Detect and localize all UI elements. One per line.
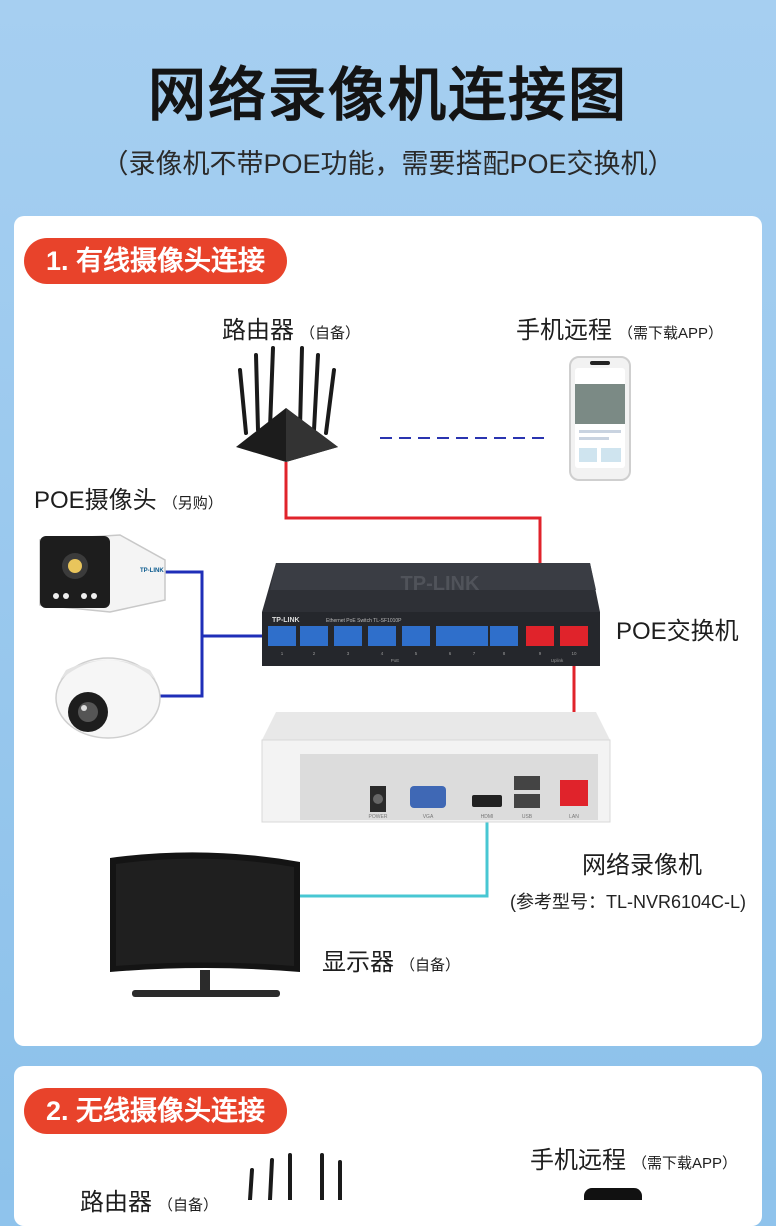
phone-note: （需下载APP） xyxy=(618,325,724,342)
wireless-phone-label: 手机远程 （需下载APP） xyxy=(530,1140,737,1175)
switch-port-7: 7 xyxy=(473,651,476,656)
switch-poe-text: PoE xyxy=(391,658,400,663)
switch-port-8: 8 xyxy=(503,651,506,656)
phone-label: 手机远程 （需下载APP） xyxy=(516,310,723,345)
switch-port-3: 3 xyxy=(347,651,350,656)
poe-switch-icon: TP-LINK TP-LINK Ethernet PoE Switch TL-S… xyxy=(262,563,600,666)
switch-port-5: 5 xyxy=(415,651,418,656)
camera2-cable xyxy=(150,636,204,698)
monitor-icon xyxy=(110,852,300,997)
switch-top-logo: TP-LINK xyxy=(401,573,480,595)
dome-camera-icon xyxy=(55,657,161,739)
switch-poe-ports xyxy=(268,626,518,646)
switch-port-4: 4 xyxy=(381,651,384,656)
camera1-cable xyxy=(165,570,266,638)
switch-port-1: 1 xyxy=(281,651,284,656)
router-icon xyxy=(236,346,338,462)
bullet-camera-brand: TP-LINK xyxy=(140,568,164,574)
router-label-text: 路由器 xyxy=(222,317,294,344)
nvr-port-usb: USB xyxy=(522,814,533,820)
nvr-port-vga: VGA xyxy=(423,814,434,820)
nvr-port-lan: LAN xyxy=(569,814,579,820)
camera-note: （另购） xyxy=(162,495,223,512)
cables xyxy=(150,437,576,898)
wireless-phone-note: （需下载APP） xyxy=(632,1155,738,1172)
wireless-phone-icon xyxy=(584,1188,642,1200)
nvr-port-hdmi: HDMI xyxy=(481,814,494,820)
switch-port-6: 6 xyxy=(449,651,452,656)
diagram-canvas: TP-LINK TP-LINK TP-LINK Ethernet PoE Swi… xyxy=(39,346,642,1200)
switch-brand: TP-LINK xyxy=(272,617,300,624)
wireless-phone-label-text: 手机远程 xyxy=(530,1147,626,1174)
nvr-model: (参考型号：TL-NVR6104C-L) xyxy=(510,892,747,912)
nvr-port-power: POWER xyxy=(369,814,388,820)
router-label: 路由器 （自备） xyxy=(222,310,360,345)
switch-port-10: 10 xyxy=(571,651,577,656)
switch-uplink-text: Uplink xyxy=(551,658,564,663)
switch-model: Ethernet PoE Switch TL-SF1010P xyxy=(326,618,402,624)
monitor-note: （自备） xyxy=(400,957,461,974)
hdmi-cable xyxy=(300,812,489,898)
switch-port-9: 9 xyxy=(539,651,542,656)
nvr-icon: POWER VGA HDMI USB LAN xyxy=(261,712,611,823)
monitor-label-text: 显示器 xyxy=(322,949,394,976)
bullet-camera-icon: TP-LINK xyxy=(39,534,166,613)
phone-label-text: 手机远程 xyxy=(516,317,612,344)
camera-label: POE摄像头 （另购） xyxy=(34,480,223,515)
router-note: （自备） xyxy=(300,325,361,342)
page-subtitle: （录像机不带POE功能，需要搭配POE交换机） xyxy=(101,149,675,179)
nvr-label: 网络录像机 xyxy=(582,852,702,879)
switch-label: POE交换机 xyxy=(616,618,739,645)
switch-uplink-ports xyxy=(526,626,588,646)
section-wireless-badge: 2. 无线摄像头连接 xyxy=(24,1088,288,1134)
wireless-router-icon xyxy=(248,1153,342,1200)
page-title: 网络录像机连接图 xyxy=(147,63,628,128)
monitor-label: 显示器 （自备） xyxy=(322,942,460,977)
section-wired-badge: 1. 有线摄像头连接 xyxy=(24,238,288,284)
switch-port-2: 2 xyxy=(313,651,316,656)
camera-label-text: POE摄像头 xyxy=(34,487,157,514)
phone-icon xyxy=(569,356,631,481)
